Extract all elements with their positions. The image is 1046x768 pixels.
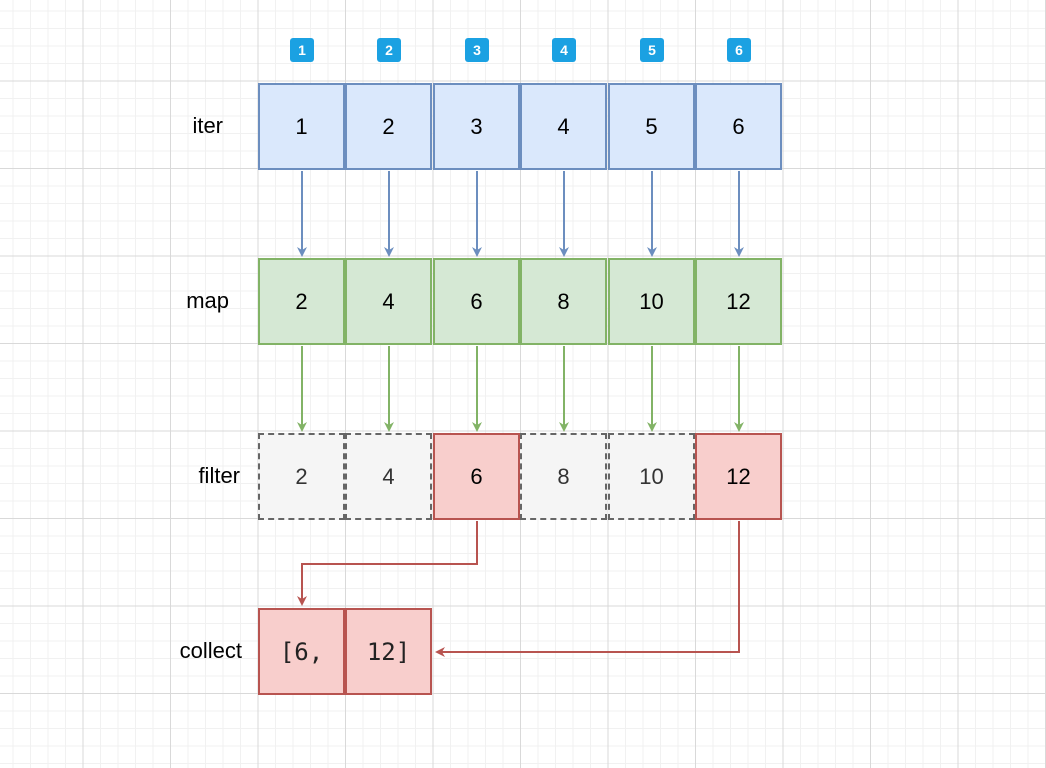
filter-cell-dropped: 4: [345, 433, 432, 520]
map-cell: 8: [520, 258, 607, 345]
map-cell: 2: [258, 258, 345, 345]
filter-cell-kept: 6: [433, 433, 520, 520]
iter-cell: 5: [608, 83, 695, 170]
step-badge-2: 2: [377, 38, 401, 62]
iter-cell: 2: [345, 83, 432, 170]
step-badge-4: 4: [552, 38, 576, 62]
filter-cell-dropped: 8: [520, 433, 607, 520]
map-cell: 4: [345, 258, 432, 345]
step-badge-3: 3: [465, 38, 489, 62]
row-label-iter: iter: [192, 113, 223, 138]
filter-cell-dropped: 10: [608, 433, 695, 520]
step-badge-6: 6: [727, 38, 751, 62]
row-label-map: map: [186, 288, 229, 313]
collect-cell: 12]: [345, 608, 432, 695]
iter-cell: 6: [695, 83, 782, 170]
iter-cell: 1: [258, 83, 345, 170]
arrow-filter-collect-12: [435, 521, 740, 657]
step-badge-5: 5: [640, 38, 664, 62]
collect-cell: [6,: [258, 608, 345, 695]
row-label-collect: collect: [179, 638, 242, 663]
filter-cell-dropped: 2: [258, 433, 345, 520]
iter-cell: 3: [433, 83, 520, 170]
iter-cell: 4: [520, 83, 607, 170]
map-cell: 6: [433, 258, 520, 345]
arrow-filter-collect-6: [297, 521, 478, 606]
row-label-filter: filter: [198, 463, 240, 488]
map-cell: 12: [695, 258, 782, 345]
step-badge-1: 1: [290, 38, 314, 62]
map-cell: 10: [608, 258, 695, 345]
filter-cell-kept: 12: [695, 433, 782, 520]
